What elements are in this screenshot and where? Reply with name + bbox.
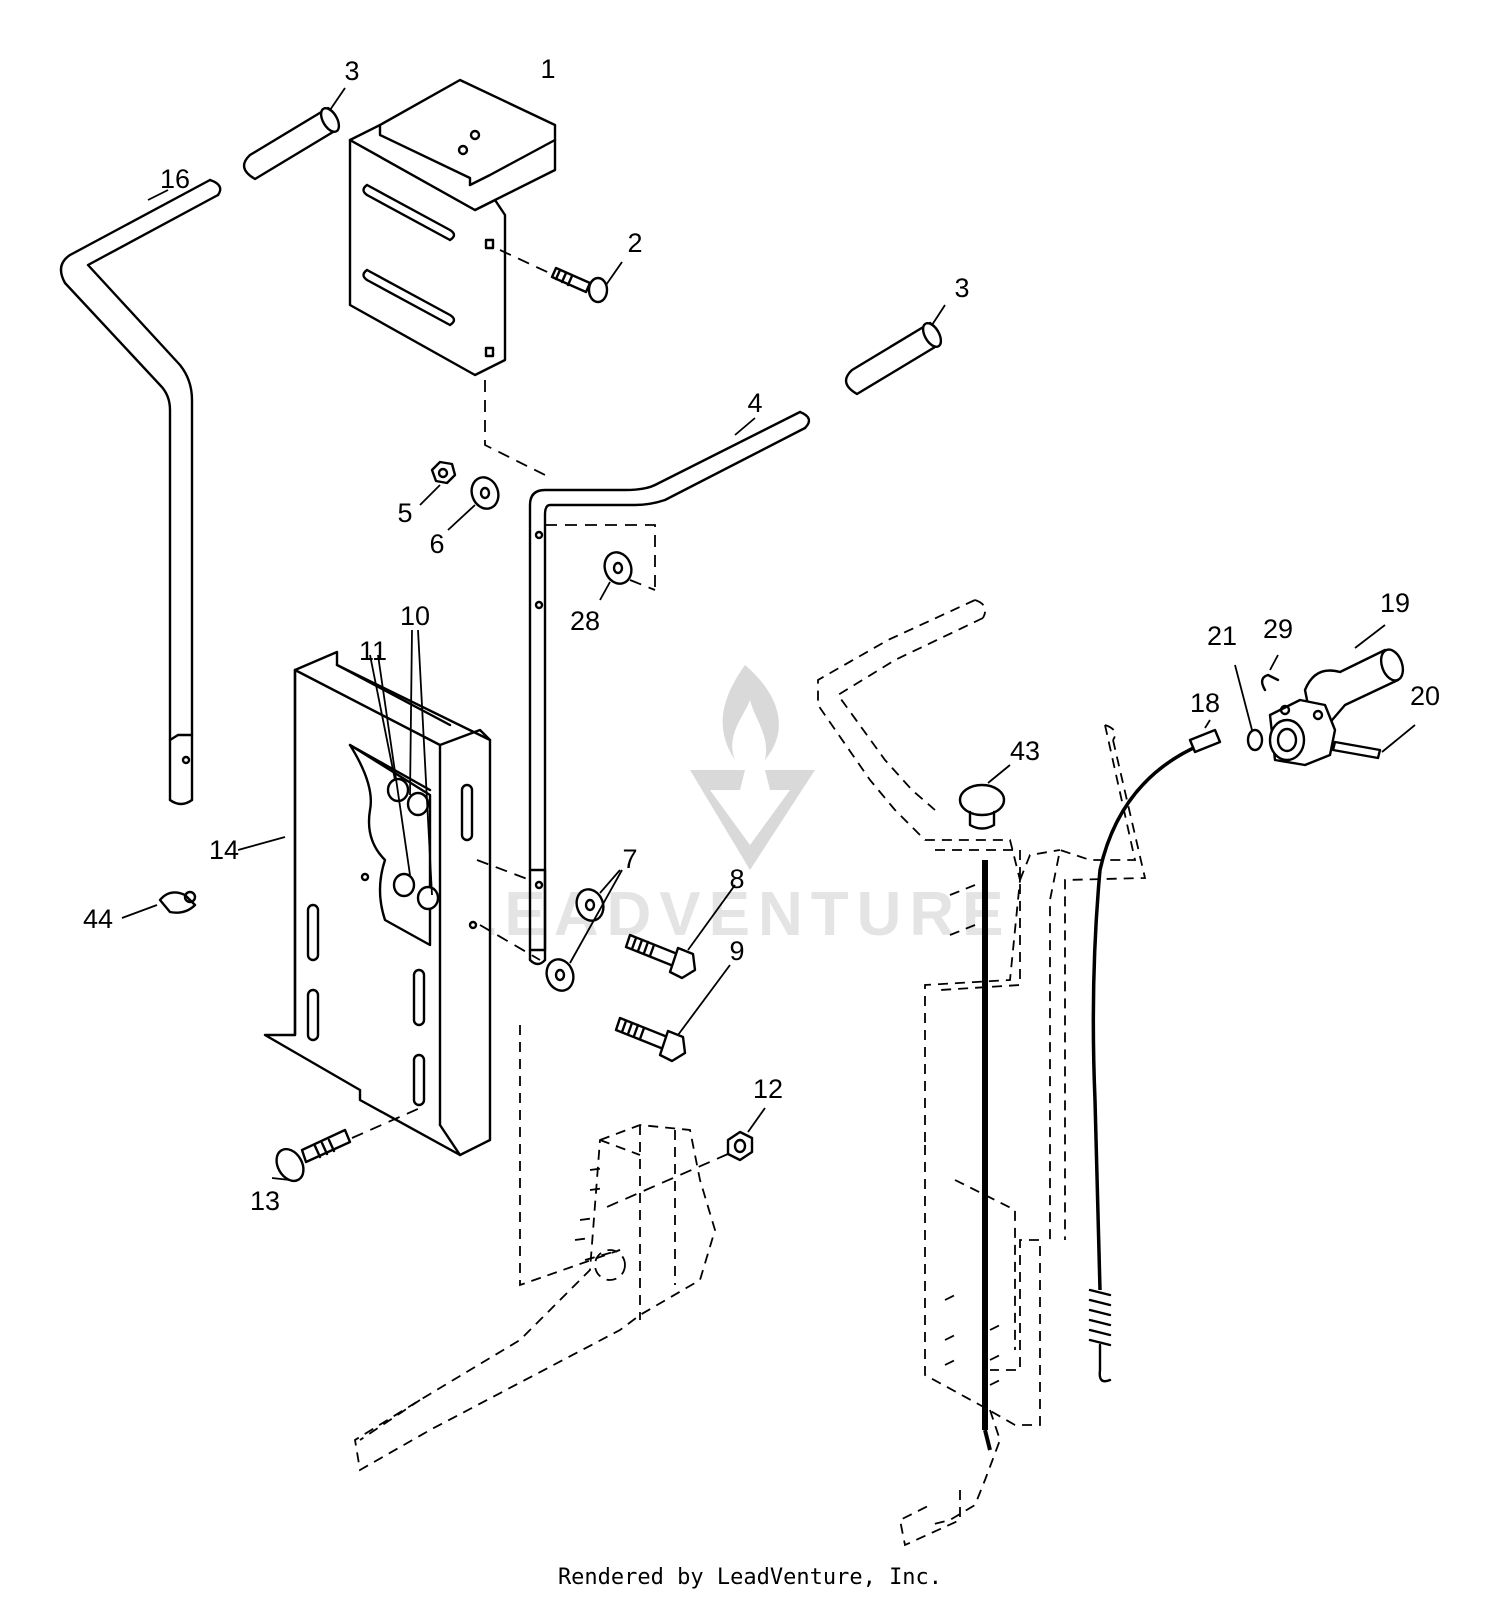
callout-20: 20 [1410, 681, 1440, 711]
callout-5: 5 [397, 498, 412, 528]
part-16-handle-left [59, 178, 222, 806]
part-13-bolt [271, 1107, 421, 1183]
part-14-plate [237, 650, 541, 1157]
footer-credit: Rendered by LeadVenture, Inc. [557, 1565, 943, 1590]
callout-10: 10 [400, 601, 430, 631]
part-29-clip [1260, 654, 1280, 692]
part-19-lever [1268, 624, 1405, 767]
part-3-grip-left [242, 87, 346, 181]
callout-19: 19 [1380, 588, 1410, 618]
callout-1: 1 [540, 54, 555, 84]
callout-43: 43 [1010, 736, 1040, 766]
part-6-washer [447, 476, 500, 531]
callout-21: 21 [1207, 621, 1237, 651]
callout-6: 6 [429, 529, 444, 559]
part-9-bolt [614, 964, 731, 1063]
part-1-bracket [348, 78, 557, 476]
callout-44: 44 [83, 904, 113, 934]
part-4-handle-right [528, 410, 811, 966]
part-28-washer [599, 551, 633, 601]
callout-12: 12 [753, 1074, 783, 1104]
part-20-pin [1331, 724, 1416, 760]
part-10-11-leaders [369, 629, 433, 896]
callout-8: 8 [729, 864, 744, 894]
callout-13: 13 [250, 1186, 280, 1216]
ghost-handle-right [817, 599, 1147, 1547]
callout-2: 2 [627, 228, 642, 258]
part-7-washers [545, 869, 623, 992]
callout-29: 29 [1263, 614, 1293, 644]
ghost-frame-left [354, 1025, 716, 1472]
callout-28: 28 [570, 606, 600, 636]
part-44-clip [121, 890, 197, 919]
callout-18: 18 [1190, 688, 1220, 718]
callout-9: 9 [729, 936, 744, 966]
callout-16: 16 [160, 164, 190, 194]
part-3-grip-right [844, 304, 946, 396]
part-43-plug [958, 764, 1011, 830]
part-21-ring [1234, 664, 1264, 752]
callout-7: 7 [622, 844, 637, 874]
part-5-nut [419, 460, 457, 506]
part-12-nut [599, 1107, 766, 1211]
watermark-logo: LEADVENTURE [458, 665, 1004, 949]
callout-4: 4 [747, 388, 762, 418]
control-rod [982, 860, 992, 1451]
part-18-cable [1088, 719, 1222, 1383]
callout-3-left: 3 [344, 56, 359, 86]
callout-14: 14 [209, 835, 239, 865]
callout-3-right: 3 [954, 273, 969, 303]
part-8-bolt [624, 884, 736, 980]
callout-11: 11 [359, 636, 387, 666]
part-2-bolt [499, 249, 623, 304]
